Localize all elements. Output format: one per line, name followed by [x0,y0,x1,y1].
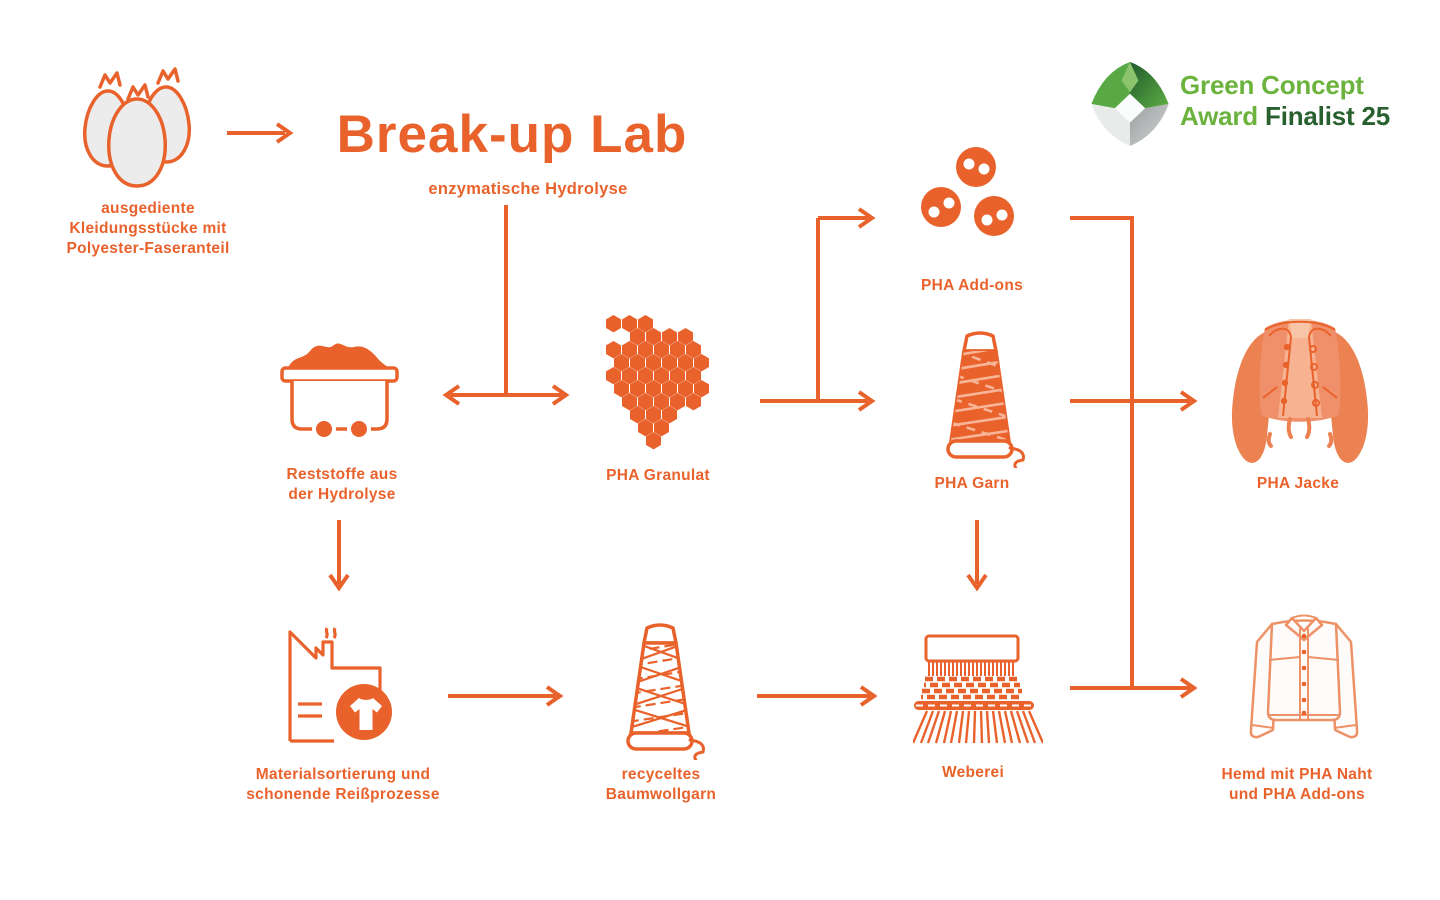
weberei-label: Weberei [941,764,1005,781]
page-title: Break-up Lab [336,105,688,164]
jacke-label: PHA Jacke [1256,475,1340,492]
yarn-cone-filled-icon [946,331,1025,468]
hemd-label: Hemd mit PHA Naht und PHA Add-ons [1221,766,1373,803]
material-label: Materialsortierung und schonende Reißpro… [246,766,440,803]
arrow-factory-to-cotton [448,685,564,707]
branch-granulate [760,207,876,412]
line-addons-right-down [1070,216,1134,688]
hydrolysis-stem-and-double-arrow [442,205,570,406]
waste-bags-icon [83,67,191,188]
residue-cart-icon [280,343,399,441]
buttons-icon [921,147,1014,236]
bags-label: ausgediente Kleidungsstücke mit Polyeste… [66,200,230,257]
factory-sorting-icon [288,627,392,743]
addons-label: PHA Add-ons [920,277,1024,294]
arrow-cotton-to-loom [757,685,878,707]
baumwollgarn-label: recyceltes Baumwollgarn [605,766,717,803]
granulat-label: PHA Granulat [606,467,710,484]
subtitle-hydrolysis: enzymatische Hydrolyse [428,180,628,198]
arrow-loom-to-hemd [1070,677,1198,699]
shirt-icon [1249,614,1359,739]
arrow-bags-to-lab [227,122,294,144]
arrow-reststoffe-down [328,520,350,592]
arrow-garn-to-jacke [1070,390,1198,412]
garn-label: PHA Garn [934,475,1010,492]
award-line1: Green Concept [1180,70,1364,100]
yarn-cone-outline-icon [626,623,705,760]
award-text: Green Concept Award Finalist 25 [1180,70,1390,132]
award-line2: Award Finalist 25 [1180,101,1390,131]
hexagon-granulate-icon [606,315,709,450]
award-logo: Green Concept Award Finalist 25 [1088,58,1418,158]
weaving-loom-icon [913,634,1043,744]
jacket-icon [1231,319,1369,463]
arrow-garn-to-loom [966,520,988,592]
reststoffe-label: Reststoffe aus der Hydrolyse [286,466,398,503]
award-gem-icon [1091,62,1169,146]
